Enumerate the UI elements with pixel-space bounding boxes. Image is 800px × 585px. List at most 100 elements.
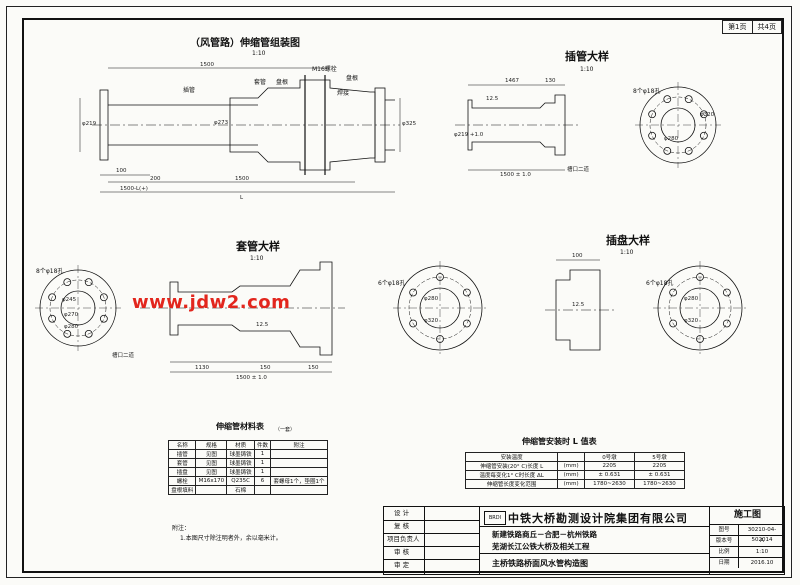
dim-flange-right-d2: φ320: [684, 318, 699, 324]
label-flange-right-holes: 6个φ18孔: [646, 280, 674, 287]
table-cell: 盘根填料: [167, 485, 197, 495]
flange-scale: 1:10: [620, 249, 634, 256]
bolt-hole: [669, 319, 678, 328]
sleeve-front-holes: [48, 278, 108, 338]
dim-sleeve-b: 150: [260, 365, 271, 371]
page-number: 第1页: [728, 23, 747, 31]
bolt-hole: [462, 288, 471, 297]
bolt-hole: [48, 293, 57, 302]
socket-title: 插管大样: [565, 50, 609, 63]
table-cell: 球墨铸铁: [226, 458, 255, 468]
table-cell: 1780~2630: [583, 479, 635, 489]
bolt-hole: [462, 319, 471, 328]
table-header-cell: 0号墩: [583, 452, 635, 462]
bolt-hole: [409, 319, 418, 328]
label-socket-holes: 8个φ18孔: [633, 88, 661, 95]
dim-socket: 1467: [505, 78, 519, 84]
dim-sleeve-side-d1: φ245: [62, 297, 77, 303]
bolt-hole: [669, 288, 678, 297]
dim-assembly-top: 1500: [200, 62, 214, 68]
bolt-hole: [409, 288, 418, 297]
bolt-hole: [722, 319, 731, 328]
label-socket-groove: 槽口二道: [567, 167, 590, 173]
socket-detail-view: [455, 84, 580, 171]
tb-check-label: 审 核: [394, 548, 410, 556]
table-cell: Q235C: [226, 476, 255, 486]
table-cell: 螺栓: [167, 476, 197, 486]
tb-info-key: 比例: [710, 547, 739, 557]
inner-border: [22, 18, 784, 573]
table-row: 盘根填料 石棉: [167, 485, 328, 495]
bolt-hole: [684, 95, 693, 104]
bolt-hole: [99, 314, 108, 323]
tb-h-divider-2: [479, 553, 709, 554]
l-table-title: 伸缩管安装时 L 值表: [522, 437, 597, 446]
dim-socket-angle: 12.5: [486, 96, 499, 102]
tb-info-value: A: [760, 538, 764, 544]
dim-flange-angle: 12.5: [572, 302, 585, 308]
tb-approve: 审 定: [384, 559, 479, 572]
dim-sleeve-a: 1130: [195, 365, 209, 371]
tb-h-divider: [479, 526, 709, 527]
notes-line-1: 1.本图尺寸除注明者外，余以毫米计。: [180, 535, 282, 542]
table-cell: 2205: [633, 461, 686, 471]
table-cell: (mm): [557, 470, 585, 480]
dim-assembly-d2: φ273: [214, 120, 229, 126]
table-cell: 2205: [583, 461, 635, 471]
table-cell: [270, 458, 328, 468]
table-header-cell: 名称: [167, 440, 197, 450]
dim-assembly-len-b: 1500-L(+): [120, 186, 148, 192]
tb-review: 复 核: [384, 520, 479, 534]
tb-info-key: 版本号: [710, 536, 739, 546]
table-cell: 伸缩管安装(20° C)长度 L: [464, 461, 559, 471]
tb-design-label: 设 计: [394, 509, 410, 517]
dim-socket-len: 1500 ± 1.0: [500, 172, 531, 178]
table-cell: 见图: [195, 467, 228, 477]
bolt-hole: [48, 314, 57, 323]
dim-socket-side-d2: φ320: [700, 112, 715, 118]
socket-front-holes: [648, 95, 708, 155]
table-cell: 1780~2630: [633, 479, 686, 489]
drawing-stage: 施工图: [710, 507, 785, 525]
bolt-hole: [663, 95, 672, 104]
table-cell: 温度每变化1° C时长度 ΔL: [464, 470, 559, 480]
table-cell: 石棉: [226, 485, 255, 495]
dim-assembly-d3: φ325: [402, 121, 417, 127]
label-sleeve-holes: 8个φ18孔: [36, 268, 64, 275]
flange-side-view: [545, 259, 615, 351]
tb-approve-label: 审 定: [394, 561, 410, 569]
table-cell: ± 0.631: [583, 470, 635, 480]
table-header-cell: [557, 452, 585, 462]
tb-col-divider: [424, 507, 425, 574]
table-cell: [195, 485, 228, 495]
table-header-cell: 件数: [253, 440, 272, 450]
outer-border: [6, 6, 792, 578]
sleeve-front-view: [35, 265, 121, 351]
dim-sleeve-angle: 12.5: [256, 322, 269, 328]
material-table-title: 伸缩管材料表: [216, 422, 264, 431]
dim-assembly-100: 100: [116, 168, 127, 174]
dim-socket-side-d1: φ280: [664, 136, 679, 142]
table-cell: 套管: [167, 458, 197, 468]
bolt-hole: [699, 110, 708, 119]
label-flange-left-holes: 6个φ18孔: [378, 280, 406, 287]
table-header-cell: 规格: [195, 440, 228, 450]
drawing-name: 主桥铁路桥面风水管构造图: [492, 559, 588, 568]
socket-body: [467, 94, 566, 156]
assembly-socket-pipe: [108, 104, 258, 146]
title-block: 设 计 复 核 项目负责人 审 核 审 定 BRDI 中铁大桥勘测设计院集团有限…: [383, 506, 785, 575]
page-total: 共4页: [751, 21, 781, 33]
label-socket: 插管: [183, 87, 196, 94]
sleeve-side-view: [140, 261, 345, 373]
dim-flange-left-d1: φ280: [424, 296, 439, 302]
